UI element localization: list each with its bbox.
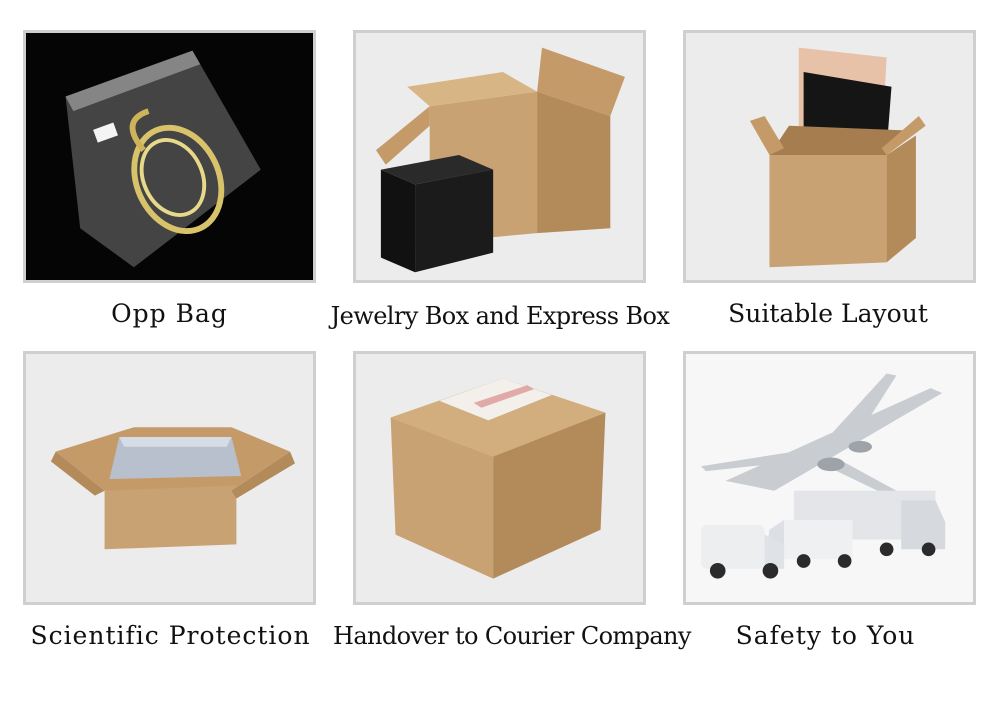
- jewelry-box-image: [356, 33, 643, 280]
- caption-suitable-layout: Suitable Layout: [728, 299, 928, 328]
- tile-suitable-layout: [683, 30, 976, 283]
- caption-safety-to-you: Safety to You: [735, 621, 916, 650]
- tile-scientific-protection: [23, 351, 316, 605]
- caption-handover-courier: Handover to Courier Company: [333, 622, 691, 650]
- tile-safety-to-you: [683, 351, 976, 605]
- sealed-box-image: [356, 354, 643, 602]
- caption-scientific-protection: Scientific Protection: [30, 621, 311, 650]
- airplane-trucks-image: [686, 354, 973, 602]
- opp-bag-image: [26, 33, 313, 280]
- protected-box-image: [26, 354, 313, 602]
- tile-handover-courier: [353, 351, 646, 605]
- tile-opp-bag: [23, 30, 316, 283]
- caption-opp-bag: Opp Bag: [111, 299, 228, 328]
- caption-jewelry-box: Jewelry Box and Express Box: [330, 302, 670, 330]
- open-box-layout-image: [686, 33, 973, 280]
- tile-jewelry-box: [353, 30, 646, 283]
